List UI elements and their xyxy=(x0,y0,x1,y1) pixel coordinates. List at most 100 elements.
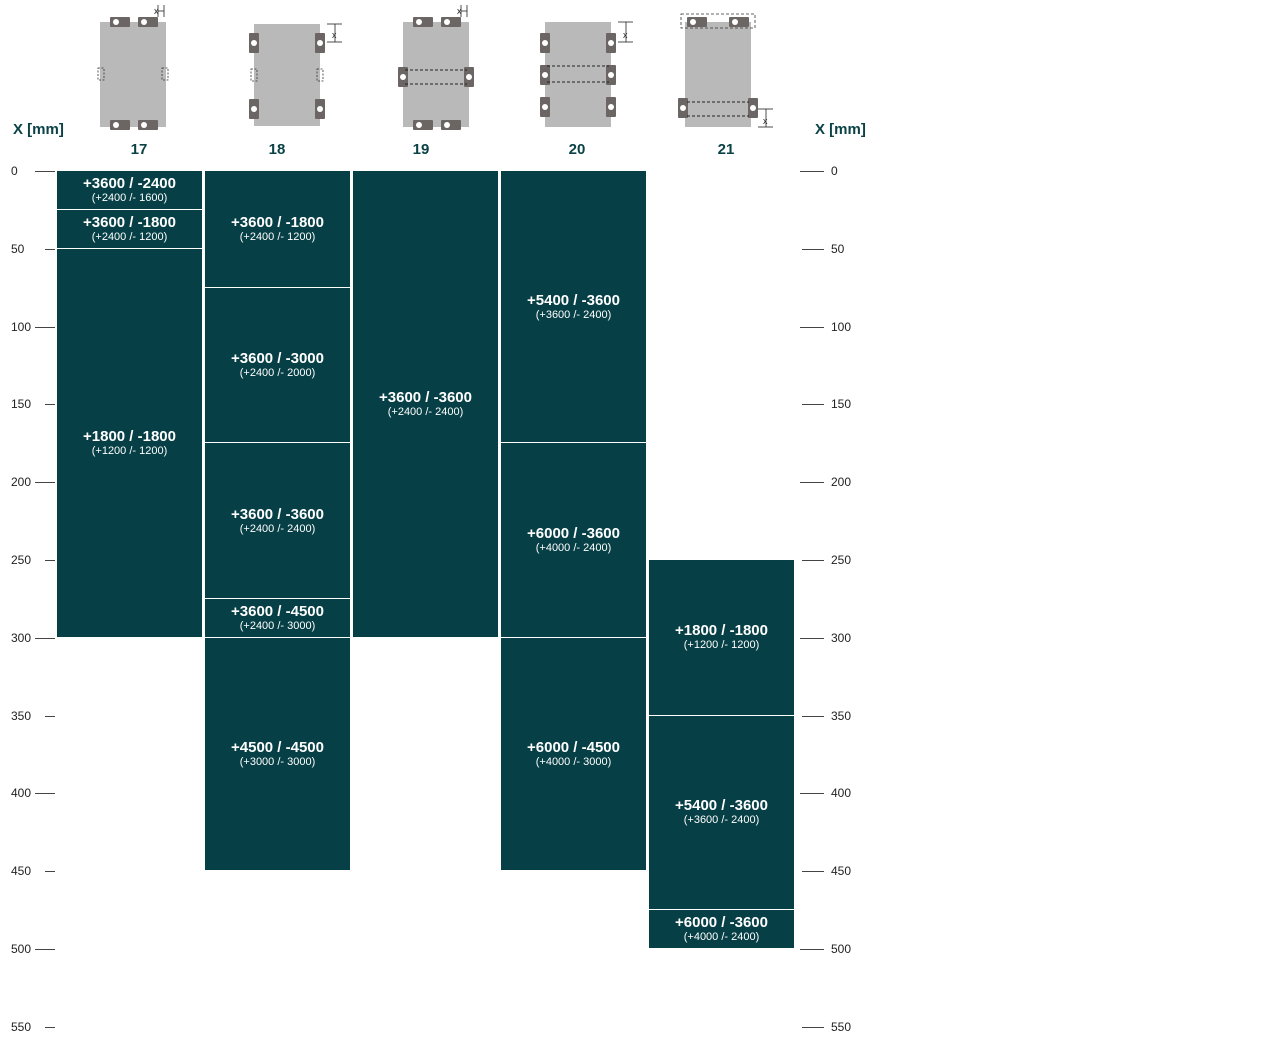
tick-mark-left xyxy=(45,560,55,561)
tick-mark-left xyxy=(35,793,55,795)
load-value-main: +5400 / -3600 xyxy=(527,291,620,309)
dimension-x-label: x xyxy=(154,6,159,16)
tick-label-left: 550 xyxy=(11,1019,32,1034)
tick-mark-left xyxy=(45,1026,55,1028)
load-block: +3600 / -3600(+2400 /- 2400) xyxy=(204,442,351,599)
tick-mark-right xyxy=(802,404,824,406)
load-block: +3600 / -4500(+2400 /- 3000) xyxy=(204,597,351,638)
tick-label-right: 250 xyxy=(831,553,852,567)
tick-mark-left xyxy=(45,871,55,873)
tick-mark-right xyxy=(802,871,824,873)
load-value-sub: (+4000 /- 2400) xyxy=(535,542,612,555)
load-block: +6000 / -3600(+4000 /- 2400) xyxy=(500,442,647,638)
load-value-main: +3600 / -4500 xyxy=(231,602,324,620)
tick-mark-left xyxy=(45,404,55,406)
load-block: +3600 / -3600(+2400 /- 2400) xyxy=(352,170,499,638)
load-value-main: +3600 / -3600 xyxy=(231,505,324,523)
load-block: +4500 / -4500(+3000 /- 3000) xyxy=(204,636,351,872)
tick-mark-right xyxy=(800,326,824,328)
load-block: +1800 / -1800(+1200 /- 1200) xyxy=(648,559,795,716)
column-number-17: 17 xyxy=(130,141,148,158)
tick-label-right: 550 xyxy=(831,1019,852,1034)
load-value-main: +4500 / -4500 xyxy=(231,738,324,756)
tick-mark-right xyxy=(800,949,824,950)
tick-label-right: 500 xyxy=(831,942,852,956)
tick-label-right: 350 xyxy=(831,708,852,723)
tick-label-right: 150 xyxy=(831,397,852,412)
column-number-18: 18 xyxy=(268,141,286,158)
tick-mark-left xyxy=(35,482,55,484)
tick-mark-left xyxy=(35,637,55,639)
load-value-main: +6000 / -4500 xyxy=(527,738,620,756)
column-number-20: 20 xyxy=(568,141,586,158)
axis-title-left: X [mm] xyxy=(13,121,64,138)
axis-title-right: X [mm] xyxy=(815,121,866,138)
dimension-x-label: x xyxy=(457,6,462,16)
tick-label-right: 50 xyxy=(831,241,845,256)
column-number-19: 19 xyxy=(412,141,430,158)
load-value-sub: (+2400 /- 2000) xyxy=(239,366,316,379)
load-block: +3600 / -1800(+2400 /- 1200) xyxy=(56,208,203,249)
dimension-x-label: x xyxy=(332,30,337,40)
tick-mark-left xyxy=(35,171,55,172)
tick-mark-left xyxy=(35,949,55,950)
tick-mark-left xyxy=(45,248,55,250)
load-value-sub: (+4000 /- 3000) xyxy=(535,755,612,768)
load-value-sub: (+1200 /- 1200) xyxy=(91,444,168,457)
tick-label-left: 450 xyxy=(11,864,32,879)
tick-label-right: 100 xyxy=(831,319,852,334)
load-block: +1800 / -1800(+1200 /- 1200) xyxy=(56,247,203,638)
load-block: +5400 / -3600(+3600 /- 2400) xyxy=(500,170,647,444)
tick-mark-left xyxy=(35,326,55,328)
plate-with-top-bottom-and-middle-clamps-icon: x xyxy=(398,5,474,130)
load-value-main: +3600 / -3000 xyxy=(231,349,324,367)
load-value-sub: (+2400 /- 2400) xyxy=(239,522,316,535)
tick-label-left: 200 xyxy=(11,475,32,490)
tick-mark-left xyxy=(45,715,55,717)
tick-label-left: 100 xyxy=(11,319,32,334)
load-block: +3600 / -3000(+2400 /- 2000) xyxy=(204,286,351,444)
tick-mark-right xyxy=(800,171,824,172)
tick-label-right: 450 xyxy=(831,864,852,879)
load-value-sub: (+2400 /- 3000) xyxy=(239,619,316,632)
tick-mark-right xyxy=(800,637,824,639)
tick-mark-right xyxy=(802,560,824,561)
dimension-x-label: x xyxy=(623,30,628,40)
tick-label-left: 400 xyxy=(11,786,32,801)
load-value-main: +3600 / -1800 xyxy=(231,213,324,231)
load-block: +3600 / -1800(+2400 /- 1200) xyxy=(204,170,351,288)
plate-with-top-and-lower-side-clamps-icon: x xyxy=(678,13,773,128)
tick-label-right: 200 xyxy=(831,475,852,490)
tick-label-left: 0 xyxy=(11,164,18,178)
column-number-21: 21 xyxy=(717,141,735,158)
tick-label-left: 150 xyxy=(11,397,32,412)
plate-with-side-clamps-icon: x xyxy=(249,23,342,126)
tick-mark-right xyxy=(800,793,824,795)
tick-label-left: 350 xyxy=(11,708,32,723)
load-value-sub: (+1200 /- 1200) xyxy=(683,639,760,652)
tick-label-left: 300 xyxy=(11,630,32,645)
load-value-sub: (+2400 /- 2400) xyxy=(387,405,464,418)
tick-label-right: 0 xyxy=(831,164,838,178)
load-value-main: +6000 / -3600 xyxy=(527,525,620,543)
load-block: +3600 / -2400(+2400 /- 1600) xyxy=(56,170,203,210)
load-value-sub: (+3600 /- 2400) xyxy=(535,308,612,321)
load-block: +6000 / -3600(+4000 /- 2400) xyxy=(648,909,795,949)
plate-with-three-side-clamps-icon: x xyxy=(540,21,633,127)
load-block: +6000 / -4500(+4000 /- 3000) xyxy=(500,636,647,872)
tick-label-left: 50 xyxy=(11,241,25,256)
load-block: +5400 / -3600(+3600 /- 2400) xyxy=(648,714,795,911)
load-value-main: +3600 / -3600 xyxy=(379,388,472,406)
load-value-main: +6000 / -3600 xyxy=(675,914,768,932)
tick-label-right: 400 xyxy=(831,786,852,801)
load-value-sub: (+3600 /- 2400) xyxy=(683,814,760,827)
load-value-main: +1800 / -1800 xyxy=(83,427,176,445)
tick-mark-right xyxy=(800,482,824,484)
load-value-sub: (+4000 /- 2400) xyxy=(683,931,760,944)
plate-with-top-bottom-clamps-icon: x xyxy=(97,5,169,130)
load-value-main: +3600 / -2400 xyxy=(83,174,176,192)
load-value-sub: (+2400 /- 1200) xyxy=(91,230,168,243)
load-value-main: +3600 / -1800 xyxy=(83,213,176,231)
tick-mark-right xyxy=(802,1026,824,1028)
load-value-sub: (+2400 /- 1200) xyxy=(239,230,316,243)
